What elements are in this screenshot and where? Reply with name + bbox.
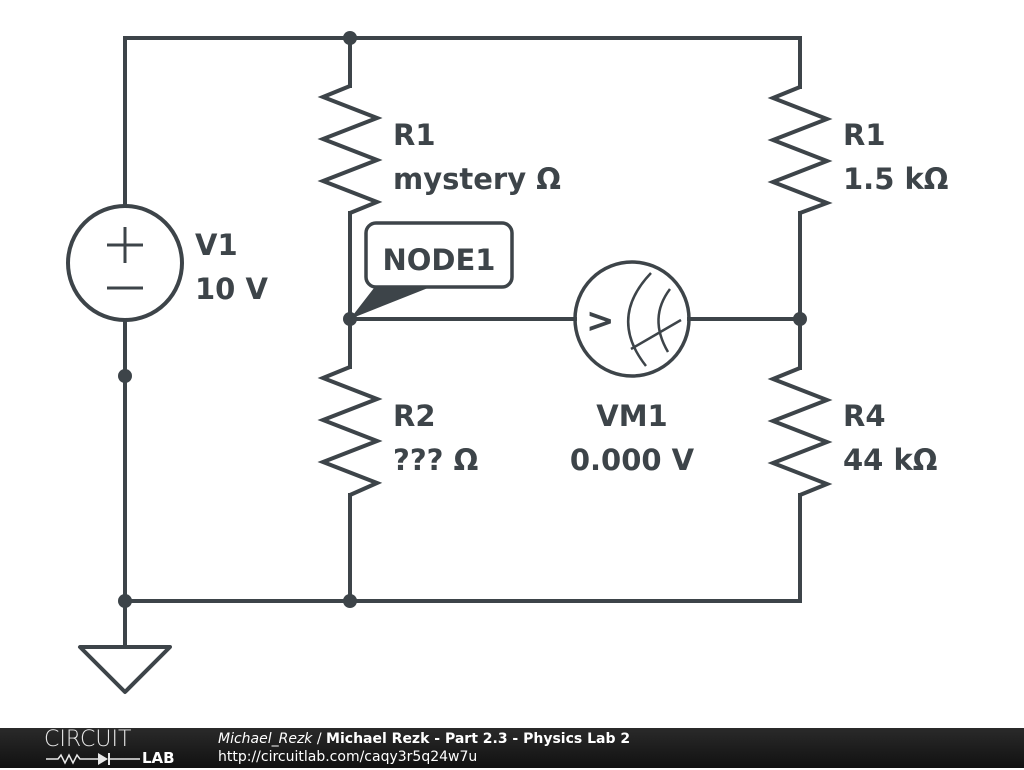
voltage-source-v1[interactable]: V1 10 V	[66, 204, 268, 322]
resistor-r2[interactable]: R2 ??? Ω	[317, 365, 478, 497]
v1-name-label: V1	[195, 228, 238, 262]
voltmeter-scale-arc-icon	[626, 272, 652, 367]
r4-name-label: R4	[843, 399, 886, 433]
footer-title-line: Michael_Rezk / Michael Rezk - Part 2.3 -…	[218, 730, 630, 748]
r2-value-label: ??? Ω	[393, 443, 478, 477]
callout-pointer-icon	[350, 288, 428, 319]
node1-label-box	[364, 221, 514, 289]
node1-label-callout[interactable]: NODE1	[350, 221, 514, 319]
v1-value-label: 10 V	[195, 272, 268, 306]
r2-name-label: R2	[393, 399, 436, 433]
vm1-name-label: VM1	[596, 399, 667, 433]
circuitlab-logo-graphic: LAB	[44, 749, 175, 767]
ground-icon	[78, 645, 172, 694]
wire-top-rail[interactable]	[123, 36, 802, 208]
r1-right-value-label: 1.5 kΩ	[843, 162, 948, 196]
circuit-schematic: V1 10 V R1 mystery Ω R2 ??? Ω R1 1.5 kΩ …	[66, 31, 948, 694]
plus-sign-icon	[107, 227, 143, 263]
junctions	[118, 31, 807, 608]
junction-dot	[343, 31, 357, 45]
circuit-url-link[interactable]: http://circuitlab.com/caqy3r5q24w7u	[218, 749, 478, 765]
junction-dot	[343, 594, 357, 608]
resistor-zigzag-icon	[767, 85, 833, 215]
junction-dot	[118, 594, 132, 608]
junction-dot	[118, 369, 132, 383]
title-separator: /	[312, 731, 327, 747]
r1-right-name-label: R1	[843, 118, 886, 152]
voltmeter-scale-arc-icon	[657, 288, 671, 353]
author-link[interactable]: Michael_Rezk	[218, 731, 313, 747]
wires	[123, 36, 802, 649]
circuitlab-logo-lab: LAB	[142, 749, 175, 767]
voltmeter-vm1[interactable]: > VM1 0.000 V	[570, 260, 695, 477]
resistor-zigzag-icon	[317, 84, 383, 215]
node1-label-text: NODE1	[383, 243, 496, 277]
circuitlab-logo-text[interactable]: CIRCUIT	[44, 727, 132, 752]
resistor-zigzag-icon	[317, 365, 383, 497]
resistor-zigzag-icon	[767, 366, 833, 497]
footer-bar: CIRCUIT LAB Michael_Rezk / Michael Rezk …	[0, 728, 1024, 768]
vm1-value-label: 0.000 V	[570, 443, 695, 477]
resistor-r1-left[interactable]: R1 mystery Ω	[317, 84, 561, 215]
r4-value-label: 44 kΩ	[843, 443, 937, 477]
ground-symbol[interactable]	[78, 645, 172, 694]
voltage-source-icon	[66, 204, 184, 322]
junction-dot	[793, 312, 807, 326]
r1-left-value-label: mystery Ω	[393, 162, 561, 196]
resistor-r4[interactable]: R4 44 kΩ	[767, 366, 937, 497]
resistor-diode-logo-icon	[46, 753, 140, 765]
voltmeter-symbol: >	[586, 301, 615, 341]
resistor-r1-right[interactable]: R1 1.5 kΩ	[767, 85, 948, 215]
r1-left-name-label: R1	[393, 118, 436, 152]
circuit-title: Michael Rezk - Part 2.3 - Physics Lab 2	[326, 731, 631, 747]
voltmeter-icon	[573, 260, 691, 378]
voltmeter-needle-icon	[630, 318, 682, 351]
